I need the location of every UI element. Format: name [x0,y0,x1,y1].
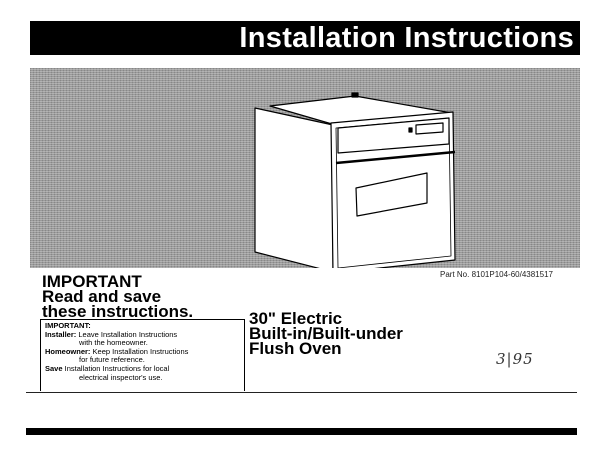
door-handle [335,150,456,165]
installer-text: Leave Installation Instructions [78,329,178,339]
handwritten-date: 3|95 [496,350,534,368]
installer-label: Installer: [45,329,77,339]
control-button [408,127,413,133]
oven-illustration [30,68,580,268]
save-text: Installation Instructions for local [64,363,170,373]
product-title-line: Built-in/Built-under [249,324,403,343]
important-heading-line: these instructions. [42,302,194,321]
product-title: 30" Electric Built-in/Built-under Flush … [249,309,403,358]
installer-text: with the homeowner. [79,338,148,348]
save-label: Save [45,363,63,373]
part-number: Part No. 8101P104-60/4381517 [440,270,553,279]
important-notice-box: IMPORTANT: Installer: Leave Installation… [40,319,245,391]
page-title: Installation Instructions [239,22,574,54]
display-window [415,122,444,135]
oven-side-panel [254,107,334,268]
product-title-line: Flush Oven [249,339,342,358]
divider-thin [26,392,577,393]
product-title-line: 30" Electric [249,309,343,328]
important-heading-line: Read and save [42,287,162,306]
oven-icon [254,92,456,268]
save-text: electrical inspector's use. [79,372,163,382]
divider-thick [26,428,577,435]
oven-vent [351,92,359,98]
homeowner-text: Keep Installation Instructions [92,346,189,356]
important-heading-line: IMPORTANT [42,272,142,291]
important-heading: IMPORTANT Read and save these instructio… [42,272,194,321]
title-bar: Installation Instructions [30,21,580,55]
notice-title: IMPORTANT: [45,321,91,330]
homeowner-label: Homeowner: [45,346,91,356]
homeowner-text: for future reference. [79,355,145,365]
oven-window [355,172,428,217]
